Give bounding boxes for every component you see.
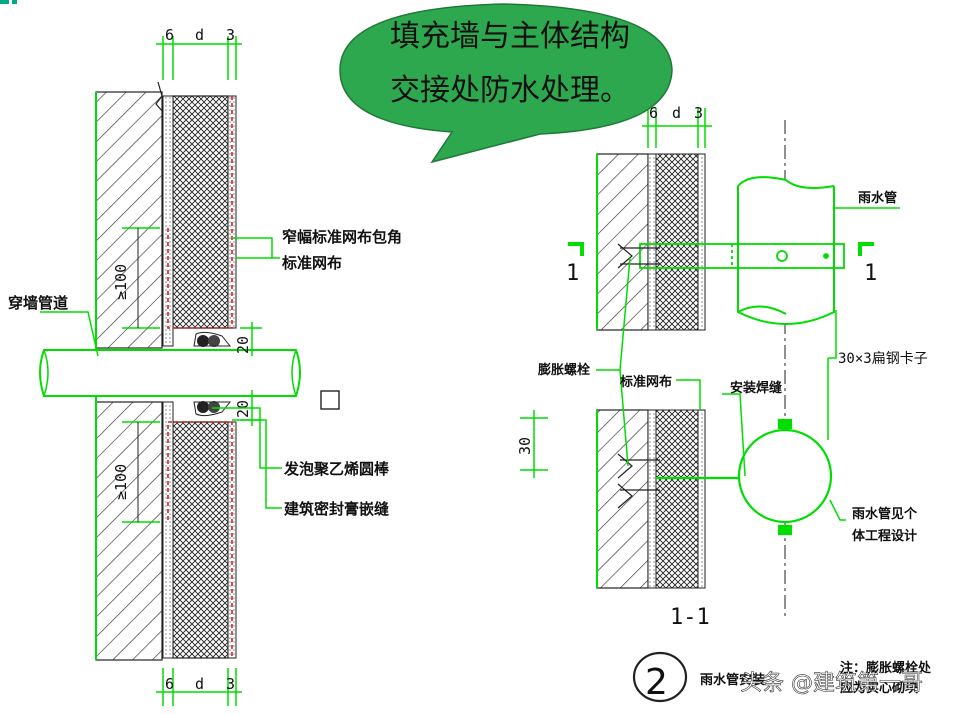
dim-30: 30 [516, 437, 534, 455]
watermark: 头条 @建筑第一哥 [740, 671, 923, 696]
dim-bottom-d: d [195, 675, 204, 693]
figure-note-1: 注：膨胀螺栓处 [840, 660, 932, 676]
dim-bottom-3: 3 [226, 675, 235, 693]
figure-number: 2 [645, 662, 668, 703]
label-sealant: 建筑密封膏嵌缝 [284, 500, 389, 518]
right-dim-top-3: 3 [694, 104, 703, 122]
section-mark-right: 1 [864, 261, 877, 286]
steel-clamp-bar [639, 243, 845, 269]
label-design-1: 雨水管见个 [852, 506, 918, 522]
figure-caption: 雨水管安装 [700, 672, 765, 688]
left-wall-detail: 6 d 3 [8, 26, 402, 706]
structural-wall-upper [95, 91, 163, 349]
label-expansion-bolt: 膨胀螺栓 [537, 362, 590, 378]
callout-line-1: 填充墙与主体结构 [390, 19, 630, 54]
downpipe-elevation [737, 176, 835, 325]
downpipe-section [656, 418, 833, 536]
mesh-wrap-lower [167, 421, 233, 658]
callout-line-2: 交接处防水处理。 [390, 73, 630, 108]
insulation-upper [172, 95, 229, 329]
figure-note-2: 应为实心砌块 [840, 680, 919, 696]
dim-top-3: 3 [226, 26, 235, 44]
label-downpipe: 雨水管 [858, 190, 897, 206]
dim-20-lower: 20 [234, 400, 252, 418]
label-narrow-mesh: 窄幅标准网布包角 [282, 228, 402, 246]
dim-bottom-6: 6 [165, 675, 174, 693]
right-downpipe-detail: 6 d 3 1 1 [516, 104, 928, 630]
dim-top-d: d [195, 26, 204, 44]
through-wall-pipe [39, 349, 301, 397]
foam-rod-upper [193, 331, 232, 347]
structural-wall-lower [95, 401, 163, 661]
foam-rod-lower [193, 401, 232, 417]
dim-ge100-upper: ≥100 [112, 264, 130, 300]
section-title: 1-1 [670, 605, 710, 630]
small-square-mark [320, 390, 340, 410]
section-mark-left: 1 [566, 261, 579, 286]
dim-top-6: 6 [165, 26, 174, 44]
expansion-bolt-upper [617, 243, 660, 269]
figure-footer: 2 雨水管安装 注：膨胀螺栓处 应为实心砌块 头条 @建筑第一哥 [632, 651, 932, 703]
label-foam-rod: 发泡聚乙烯圆棒 [283, 460, 390, 478]
label-right-mesh: 标准网布 [619, 374, 672, 390]
insulation-lower [172, 421, 229, 659]
label-weld: 安装焊缝 [730, 380, 782, 396]
callout-bubble: 填充墙与主体结构 交接处防水处理。 [339, 3, 673, 164]
label-design-2: 体工程设计 [852, 528, 917, 544]
dim-ge100-lower: ≥100 [112, 464, 130, 500]
label-through-pipe: 穿墙管道 [8, 294, 68, 312]
corner-marker [0, 0, 17, 4]
left-top-dimension [156, 36, 242, 80]
label-steel-clamp: 30×3扁钢卡子 [838, 351, 928, 367]
label-mesh: 标准网布 [281, 254, 342, 272]
right-dim-top-d: d [672, 104, 681, 122]
dim-20-upper: 20 [234, 336, 252, 354]
right-dim-top-6: 6 [649, 104, 658, 122]
mesh-wrap-upper [167, 96, 233, 329]
expansion-bolt-lower [617, 453, 660, 509]
